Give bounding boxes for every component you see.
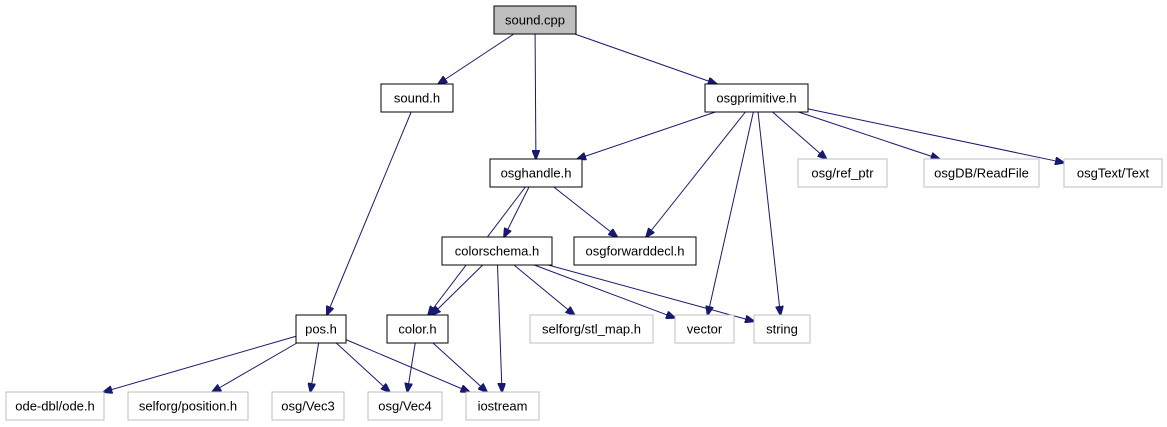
edge-colorschema_h-to-selforg_stl_map_h	[513, 264, 575, 315]
node-label: osgprimitive.h	[716, 91, 796, 106]
edge-colorschema_h-to-iostream	[496, 264, 502, 392]
node-sound-h[interactable]: sound.h	[380, 83, 454, 113]
edge-pos_h-to-osg_Vec4	[335, 342, 389, 392]
node-iostream: iostream	[465, 391, 540, 421]
edge-sound_cpp-to-osghandle_h	[535, 33, 536, 159]
node-box	[1063, 158, 1163, 188]
node-osgText-Text: osgText/Text	[1063, 158, 1163, 188]
node-pos-h[interactable]: pos.h	[295, 314, 347, 344]
node-label: iostream	[478, 399, 528, 414]
edge-osgprimitive_h-to-vector	[708, 111, 754, 315]
node-osgforwarddecl-h[interactable]: osgforwarddecl.h	[573, 236, 697, 266]
edge-pos_h-to-ode_dbl_ode_h	[103, 335, 297, 392]
node-box	[489, 158, 583, 188]
node-label: sound.h	[394, 91, 440, 106]
node-label: pos.h	[305, 322, 337, 337]
node-label: selforg/stl_map.h	[542, 322, 641, 337]
node-label: osgDB/ReadFile	[934, 166, 1029, 181]
node-label: osg/ref_ptr	[811, 166, 874, 181]
node-box	[380, 83, 454, 113]
node-box	[674, 314, 735, 344]
edge-pos_h-to-selforg_position_h	[212, 342, 298, 392]
node-label: osg/Vec3	[281, 399, 335, 414]
edge-osgprimitive_h-to-string	[757, 111, 780, 315]
edge-sound_h-to-pos_h	[327, 111, 412, 315]
edge-pos_h-to-iostream	[345, 339, 470, 392]
edge-pos_h-to-osg_Vec3	[310, 342, 320, 392]
node-string: string	[753, 314, 811, 344]
edge-osghandle_h-to-colorschema_h	[504, 186, 530, 237]
node-label: osg/Vec4	[378, 399, 432, 414]
node-box	[5, 391, 105, 421]
node-box	[797, 158, 888, 188]
node-box	[704, 83, 809, 113]
node-ode-dbl-ode-h: ode-dbl/ode.h	[5, 391, 105, 421]
node-osgprimitive-h[interactable]: osgprimitive.h	[704, 83, 809, 113]
node-osgDB-ReadFile: osgDB/ReadFile	[923, 158, 1040, 188]
node-label: osgforwarddecl.h	[586, 244, 685, 259]
edge-color_h-to-osg_Vec4	[407, 342, 416, 392]
node-osg-Vec3: osg/Vec3	[271, 391, 345, 421]
node-selforg-position-h: selforg/position.h	[127, 391, 249, 421]
edge-colorschema_h-to-vector	[534, 264, 675, 318]
edge-colorschema_h-to-string	[548, 264, 754, 321]
edge-sound_cpp-to-sound_h	[438, 33, 515, 84]
edges-layer	[103, 33, 1064, 392]
edge-osgprimitive_h-to-osg_ref_ptr	[772, 111, 827, 159]
node-label: colorschema.h	[455, 244, 540, 259]
edge-colorschema_h-to-color_h	[432, 264, 484, 315]
edge-sound_cpp-to-osgprimitive_h	[574, 33, 717, 84]
node-box	[127, 391, 249, 421]
node-box	[271, 391, 345, 421]
node-vector: vector	[674, 314, 735, 344]
node-box	[573, 236, 697, 266]
node-sound-cpp[interactable]: sound.cpp	[493, 5, 577, 35]
node-label: osghandle.h	[501, 166, 572, 181]
node-label: string	[766, 322, 798, 337]
node-selforg-stl-map-h: selforg/stl_map.h	[529, 314, 654, 344]
edge-osgprimitive_h-to-osgDB_ReadFile	[798, 111, 940, 159]
node-label: color.h	[398, 322, 436, 337]
node-label: osgText/Text	[1077, 166, 1150, 181]
node-colorschema-h[interactable]: colorschema.h	[441, 236, 553, 266]
node-box	[923, 158, 1040, 188]
nodes-layer: sound.cpp sound.h osgprimitive.h osghandle.…	[5, 5, 1163, 421]
node-label: vector	[687, 322, 723, 337]
node-osg-ref-ptr: osg/ref_ptr	[797, 158, 888, 188]
node-box	[367, 391, 443, 421]
node-box	[493, 5, 577, 35]
node-box	[441, 236, 553, 266]
edge-osghandle_h-to-osgforwarddecl_h	[553, 186, 617, 237]
node-box	[295, 314, 347, 344]
node-label: selforg/position.h	[139, 399, 237, 414]
node-box	[465, 391, 540, 421]
node-box	[753, 314, 811, 344]
edge-osgprimitive_h-to-osgText_Text	[807, 108, 1064, 163]
edge-color_h-to-iostream	[432, 342, 487, 392]
edge-osgprimitive_h-to-osgforwarddecl_h	[646, 111, 746, 237]
node-box	[386, 314, 449, 344]
node-label: ode-dbl/ode.h	[15, 399, 95, 414]
node-color-h[interactable]: color.h	[386, 314, 449, 344]
node-osg-Vec4: osg/Vec4	[367, 391, 443, 421]
edge-osgprimitive_h-to-osghandle_h	[577, 111, 716, 159]
node-label: sound.cpp	[505, 13, 565, 28]
node-osghandle-h[interactable]: osghandle.h	[489, 158, 583, 188]
node-box	[529, 314, 654, 344]
